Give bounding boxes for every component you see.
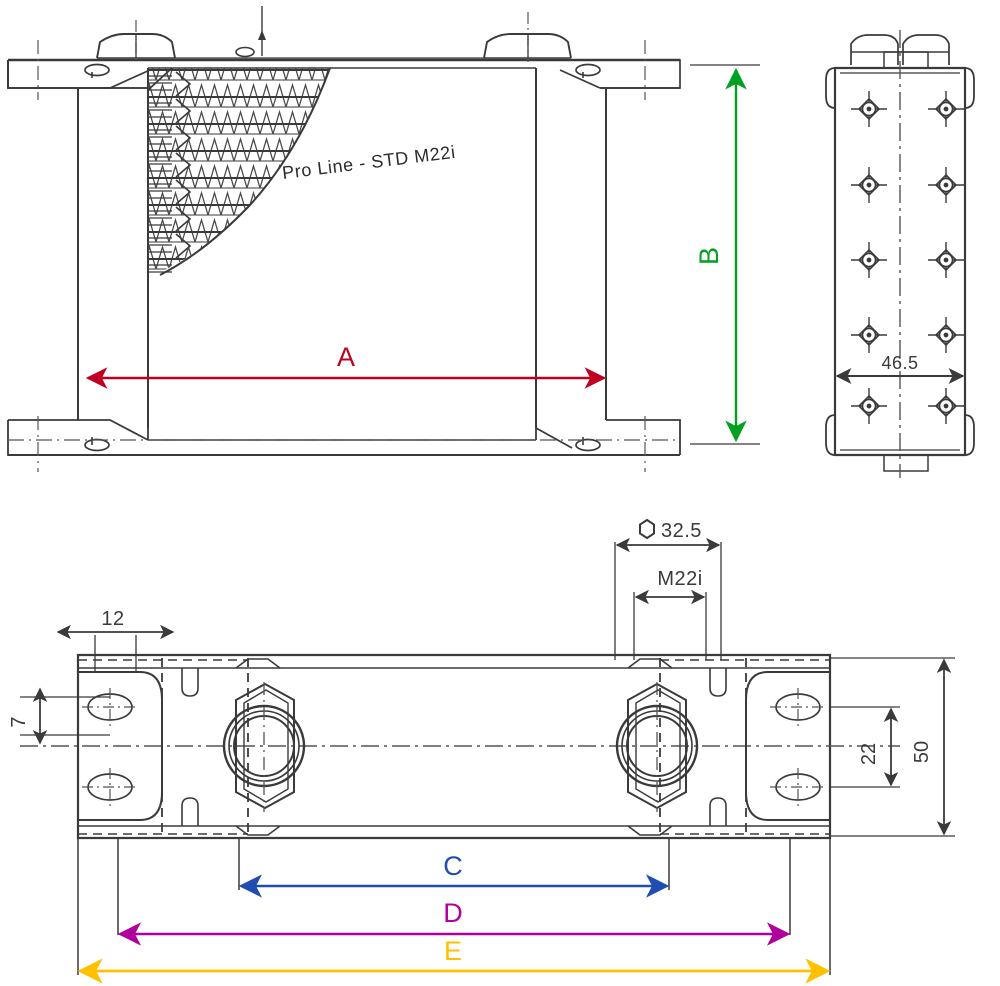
dimension-hex-32-5: 32.5 [614,518,722,660]
bolt-marker [851,242,887,278]
dimension-50-label: 50 [911,741,933,763]
dimension-e-label: E [444,936,462,966]
bolt-marker [928,167,964,203]
bolt-marker [851,91,887,127]
dimension-12-label: 12 [101,608,124,630]
dimension-46-5: 46.5 [835,353,965,384]
bolt-marker [928,317,964,353]
dimension-d-label: D [443,898,463,928]
dimension-b: B [690,64,760,445]
dimension-7-label: 7 [8,716,30,727]
top-view-right-hex-fitting [615,682,699,812]
bolt-marker [851,167,887,203]
dimension-e: E [77,838,831,984]
bolt-marker [851,317,887,353]
dimension-hex-32-5-label: 32.5 [661,520,702,542]
dimension-a: A [85,342,607,389]
dimension-m22i-label: M22i [657,568,702,590]
dimension-12: 12 [56,608,175,672]
bolt-marker [928,388,964,424]
dimension-7: 7 [8,687,110,745]
front-view: Pro Line - STD M22i A [7,6,760,472]
dimension-c: C [238,838,670,898]
top-view: 32.5 M22i 12 7 [8,518,955,984]
side-view-bolt-grid [851,91,964,424]
dimension-50: 50 [830,657,955,837]
product-label: Pro Line - STD M22i [281,142,457,183]
front-view-upper-tank [7,40,681,100]
dimension-22: 22 [830,706,900,788]
dimension-c-label: C [443,851,463,881]
bolt-marker [928,242,964,278]
dimension-b-label: B [694,247,724,265]
front-view-top-fittings [96,6,572,62]
dimension-a-label: A [337,342,355,372]
dimension-46-5-label: 46.5 [881,353,918,373]
top-view-right-bracket [659,658,830,836]
dimension-m22i: M22i [633,568,707,660]
side-view-body [825,30,975,478]
bolt-marker [928,91,964,127]
bolt-marker [851,388,887,424]
hexagon-symbol [639,518,655,540]
top-view-left-bracket [78,658,249,836]
dimension-22-label: 22 [858,743,880,765]
top-view-body [20,653,900,840]
dimension-d: D [117,838,791,946]
front-view-lower-tank [7,416,681,472]
side-view: 46.5 [825,30,975,478]
top-view-left-hex-fitting [222,682,306,812]
